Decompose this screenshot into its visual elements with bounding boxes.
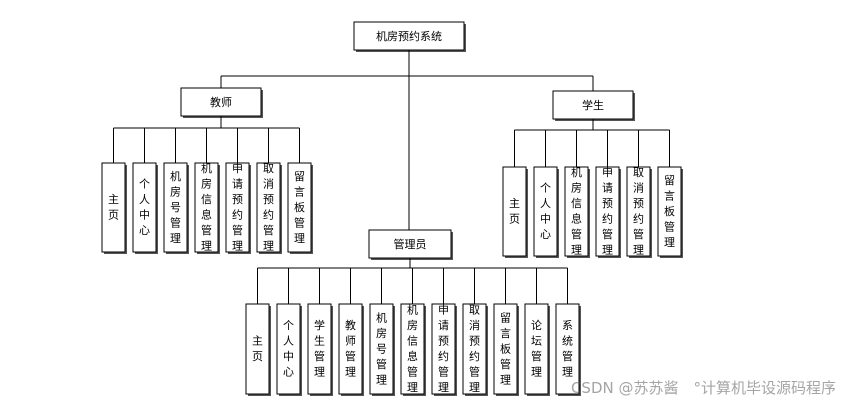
leaf-node-student-4-label: 取消预约管理 — [633, 166, 644, 257]
leaf-node-teacher-6-box — [287, 162, 312, 253]
leaf-node-admin-6-label: 申请预约管理 — [438, 304, 449, 395]
leaf-node-teacher-4-label: 申请预约管理 — [232, 162, 243, 253]
leaf-node-admin-4-label: 机房号管理 — [376, 310, 387, 386]
leaf-node-student-0-label: 主页 — [509, 197, 520, 226]
leaf-node-admin-0-box — [245, 303, 270, 395]
role-node-admin-label: 管理员 — [394, 237, 427, 251]
leaf-node-teacher-4-box — [225, 162, 250, 253]
leaf-node-student-2-box — [564, 166, 589, 257]
leaf-node-student-5-box — [657, 166, 682, 257]
leaf-node-admin-2-box — [307, 303, 332, 395]
leaf-node-admin-9-label: 论坛管理 — [531, 318, 542, 379]
leaf-node-student-3-box — [595, 166, 620, 257]
leaf-node-student-1-label: 个人中心 — [540, 182, 551, 242]
leaf-node-student-4-box — [626, 166, 651, 257]
leaf-node-teacher-3-box — [194, 162, 219, 253]
leaf-node-admin-3-box — [338, 303, 363, 395]
leaf-node-admin-3-label: 教师管理 — [345, 319, 356, 379]
leaf-node-student-2-label: 机房信息管理 — [571, 165, 582, 257]
root-node-box — [353, 21, 465, 51]
leaf-node-teacher-3-label: 机房信息管理 — [201, 161, 212, 253]
leaf-node-teacher-1-box — [132, 162, 157, 253]
leaf-node-teacher-5-label: 取消预约管理 — [263, 162, 274, 253]
leaf-node-student-0-box — [502, 166, 527, 257]
leaf-node-teacher-2-box — [163, 162, 188, 253]
leaf-node-teacher-1-label: 个人中心 — [139, 178, 150, 238]
leaf-node-teacher-0-label: 主页 — [108, 193, 119, 222]
leaf-node-admin-4-box — [369, 303, 394, 395]
leaf-node-admin-6-box — [431, 303, 456, 395]
leaf-node-admin-7-label: 取消预约管理 — [469, 304, 480, 395]
leaf-node-admin-8-box — [493, 303, 518, 395]
leaf-node-teacher-5-box — [256, 162, 281, 253]
leaf-node-admin-2-label: 学生管理 — [314, 318, 325, 379]
leaf-node-admin-9-box — [524, 303, 549, 395]
leaf-node-teacher-0-box — [101, 162, 126, 253]
leaf-node-student-3-label: 申请预约管理 — [602, 166, 613, 257]
role-node-teacher-box — [180, 87, 262, 117]
leaf-node-teacher-6-label: 留言板管理 — [294, 170, 305, 245]
leaf-node-admin-10-label: 系统管理 — [562, 319, 573, 379]
leaf-node-admin-5-label: 机房信息管理 — [407, 303, 418, 395]
leaf-node-student-5-label: 留言板管理 — [664, 174, 675, 249]
root-node-label: 机房预约系统 — [376, 29, 442, 43]
leaf-node-student-1-box — [533, 166, 558, 257]
role-node-student-box — [552, 90, 634, 120]
leaf-node-admin-5-box — [400, 303, 425, 395]
role-node-student-label: 学生 — [582, 98, 604, 112]
leaf-node-admin-7-box — [462, 303, 487, 395]
leaf-node-teacher-2-label: 机房号管理 — [170, 169, 181, 245]
leaf-node-admin-1-box — [276, 303, 301, 395]
leaf-node-admin-10-box — [555, 303, 580, 395]
role-node-admin-box — [368, 229, 452, 259]
watermark: CSDN @苏苏酱 °计算机毕设源码程序 — [570, 379, 836, 397]
leaf-node-admin-0-label: 主页 — [252, 335, 263, 364]
role-node-teacher-label: 教师 — [210, 96, 232, 109]
leaf-node-admin-8-label: 留言板管理 — [500, 311, 511, 386]
leaf-node-admin-1-label: 个人中心 — [283, 319, 294, 379]
